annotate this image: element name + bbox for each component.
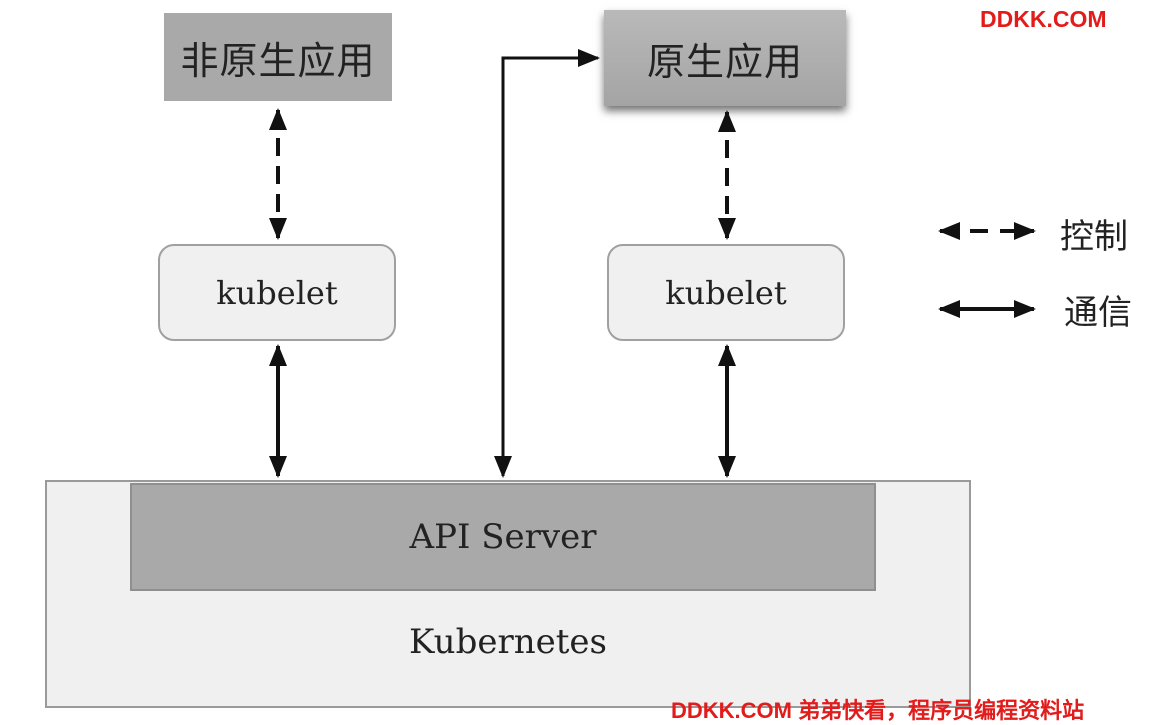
kubelet-right-box: kubelet xyxy=(607,244,845,341)
kubelet-left-box: kubelet xyxy=(158,244,396,341)
non-native-app-box: 非原生应用 xyxy=(164,13,392,101)
watermark-bottom: DDKK.COM 弟弟快看，程序员编程资料站 xyxy=(671,698,1085,723)
api-server-box: API Server xyxy=(130,483,876,591)
kubernetes-label: Kubernetes xyxy=(409,622,607,662)
native-app-api-connector xyxy=(494,49,600,478)
native-app-box: 原生应用 xyxy=(604,10,846,106)
watermark-top: DDKK.COM xyxy=(980,6,1107,32)
legend-control-label: 控制 xyxy=(1060,217,1128,257)
legend-communication-label: 通信 xyxy=(1064,293,1132,333)
